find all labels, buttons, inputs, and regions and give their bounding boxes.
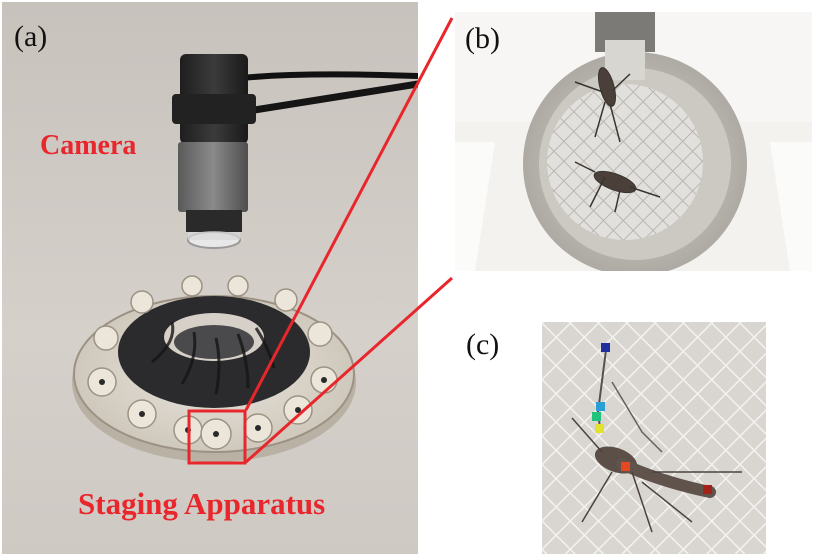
keypoint-marker	[601, 343, 610, 352]
keypoint-marker	[592, 412, 601, 421]
panel-b-label: (b)	[465, 22, 500, 55]
panel-a-label: (a)	[14, 20, 48, 53]
camera-apparatus-photo	[2, 2, 418, 554]
mosquito-icon	[574, 67, 661, 213]
keypoint-marker	[621, 462, 630, 471]
highlight-box	[187, 409, 247, 465]
camera-icon	[172, 54, 256, 249]
panel-a-photo: (a) Camera Staging Apparatus	[2, 2, 418, 554]
staging-apparatus-label: Staging Apparatus	[78, 486, 326, 521]
panel-c-label: (c)	[466, 328, 500, 361]
panel-b-photo: (b)	[455, 12, 812, 271]
slot-closeup-photo	[455, 12, 812, 271]
keypoint-photo	[542, 322, 766, 554]
keypoint-marker	[703, 485, 712, 494]
keypoint-marker	[595, 424, 604, 433]
camera-label: Camera	[40, 130, 137, 161]
panel-c-photo	[542, 322, 766, 554]
mosquito-icon	[571, 349, 742, 533]
keypoint-marker	[596, 402, 605, 411]
